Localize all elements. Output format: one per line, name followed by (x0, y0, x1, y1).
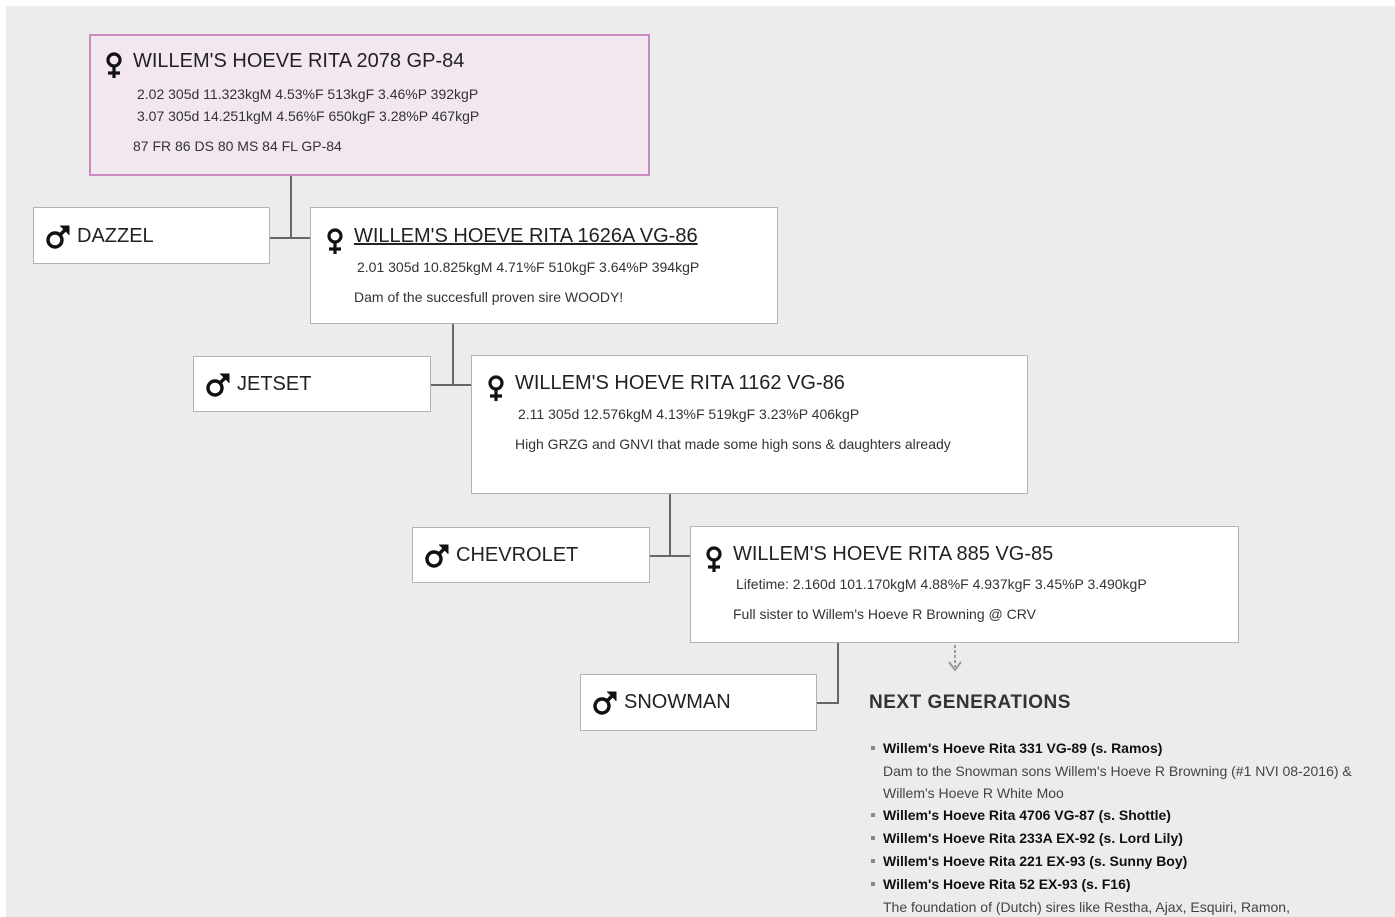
dashed-arrow-down-icon (948, 645, 962, 672)
sire-card-chevrolet[interactable]: CHEVROLET (412, 527, 650, 583)
bullet-icon (871, 836, 875, 840)
dam-card-generation-3[interactable]: WILLEM'S HOEVE RITA 1162 VG-86 2.11 305d… (471, 355, 1028, 494)
sire-name: SNOWMAN (624, 691, 731, 713)
connector-line (837, 643, 839, 704)
dam-name: WILLEM'S HOEVE RITA 2078 GP-84 (133, 50, 465, 72)
sire-name: JETSET (237, 373, 312, 395)
list-item: Willem's Hoeve Rita 233A EX-92 (s. Lord … (869, 827, 1379, 850)
connector-line (290, 175, 292, 238)
bullet-icon (871, 746, 875, 750)
bullet-icon (871, 859, 875, 863)
connector-line (669, 493, 671, 556)
descendant-name: Willem's Hoeve Rita 331 VG-89 (s. Ramos) (883, 740, 1163, 756)
dam-card-generation-4[interactable]: WILLEM'S HOEVE RITA 885 VG-85 Lifetime: … (690, 526, 1239, 643)
dam-note: Full sister to Willem's Hoeve R Browning… (733, 606, 1036, 622)
descendant-name: Willem's Hoeve Rita 4706 VG-87 (s. Shott… (883, 807, 1171, 823)
descendant-name: Willem's Hoeve Rita 233A EX-92 (s. Lord … (883, 830, 1183, 846)
pedigree-canvas: WILLEM'S HOEVE RITA 2078 GP-84 2.02 305d… (6, 6, 1395, 917)
dam-name: WILLEM'S HOEVE RITA 1162 VG-86 (515, 372, 845, 394)
list-item: Willem's Hoeve Rita 331 VG-89 (s. Ramos)… (869, 737, 1379, 804)
lifetime-stats: Lifetime: 2.160d 101.170kgM 4.88%F 4.937… (736, 576, 1147, 592)
descendant-name: Willem's Hoeve Rita 221 EX-93 (s. Sunny … (883, 853, 1188, 869)
connector-line (649, 555, 690, 557)
bullet-icon (871, 882, 875, 886)
bullet-icon (871, 813, 875, 817)
classification-scores: 87 FR 86 DS 80 MS 84 FL GP-84 (133, 138, 342, 154)
male-icon (425, 544, 449, 568)
female-icon (106, 52, 122, 78)
list-item: Willem's Hoeve Rita 4706 VG-87 (s. Shott… (869, 804, 1379, 827)
next-generations-heading: NEXT GENERATIONS (869, 692, 1071, 713)
dam-note: High GRZG and GNVI that made some high s… (515, 436, 951, 452)
male-icon (46, 225, 70, 249)
sire-card-dazzel[interactable]: DAZZEL (33, 207, 270, 264)
lactation-stats: 3.07 305d 14.251kgM 4.56%F 650kgF 3.28%P… (137, 108, 480, 124)
female-icon (327, 228, 343, 254)
list-item: Willem's Hoeve Rita 221 EX-93 (s. Sunny … (869, 850, 1379, 873)
lactation-stats: 2.02 305d 11.323kgM 4.53%F 513kgF 3.46%P… (137, 86, 479, 102)
male-icon (593, 691, 617, 715)
sire-name: DAZZEL (77, 225, 154, 247)
lactation-stats: 2.11 305d 12.576kgM 4.13%F 519kgF 3.23%P… (518, 406, 860, 422)
descendant-name: Willem's Hoeve Rita 52 EX-93 (s. F16) (883, 876, 1131, 892)
connector-line (430, 384, 472, 386)
female-icon (488, 375, 504, 401)
lactation-stats: 2.01 305d 10.825kgM 4.71%F 510kgF 3.64%P… (357, 259, 700, 275)
connector-line (269, 237, 310, 239)
dam-note: Dam of the succesfull proven sire WOODY! (354, 289, 624, 305)
sire-card-snowman[interactable]: SNOWMAN (580, 674, 817, 731)
descendant-note: Dam to the Snowman sons Willem's Hoeve R… (883, 763, 1352, 801)
connector-line (452, 323, 454, 385)
connector-line (816, 702, 839, 704)
descendant-note: The foundation of (Dutch) sires like Res… (883, 899, 1290, 915)
next-generations-list: Willem's Hoeve Rita 331 VG-89 (s. Ramos)… (869, 737, 1379, 917)
sire-name: CHEVROLET (456, 544, 579, 566)
list-item: Willem's Hoeve Rita 52 EX-93 (s. F16) Th… (869, 873, 1379, 917)
sire-card-jetset[interactable]: JETSET (193, 356, 431, 412)
dam-card-generation-2[interactable]: WILLEM'S HOEVE RITA 1626A VG-86 2.01 305… (310, 207, 778, 324)
male-icon (206, 373, 230, 397)
female-icon (706, 546, 722, 572)
dam-name: WILLEM'S HOEVE RITA 885 VG-85 (733, 543, 1054, 565)
dam-name-link[interactable]: WILLEM'S HOEVE RITA 1626A VG-86 (354, 225, 698, 247)
dam-card-generation-1[interactable]: WILLEM'S HOEVE RITA 2078 GP-84 2.02 305d… (89, 34, 650, 176)
